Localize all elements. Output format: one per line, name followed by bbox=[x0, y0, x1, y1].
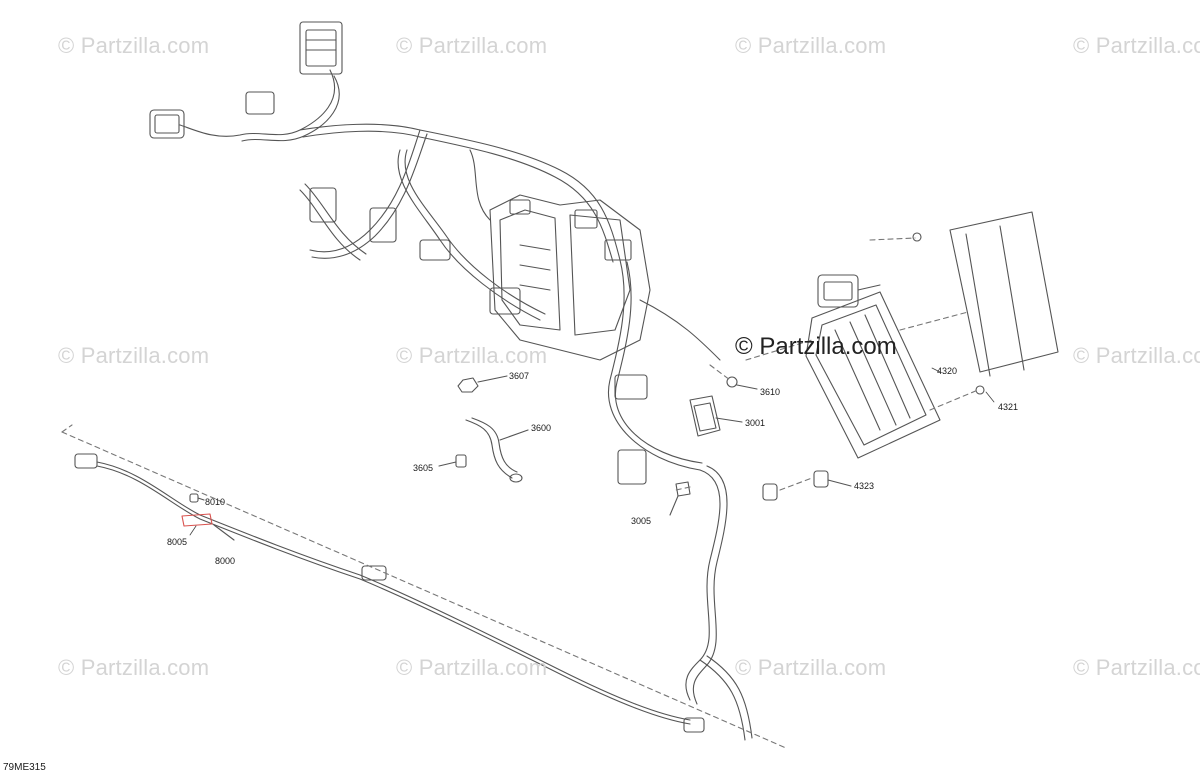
watermark: © Partzilla.com bbox=[58, 343, 210, 368]
bolt-3605 bbox=[438, 454, 467, 468]
top-connectors bbox=[149, 21, 521, 315]
fastener-3610 bbox=[726, 376, 758, 390]
watermark: © Partzilla.com bbox=[1073, 655, 1200, 680]
callout-3600[interactable]: 3600 bbox=[531, 423, 552, 433]
callout-3610[interactable]: 3610 bbox=[760, 387, 781, 397]
callout-leaders bbox=[189, 367, 995, 536]
watermark: © Partzilla.com bbox=[58, 33, 210, 58]
watermark-center: © Partzilla.com bbox=[735, 333, 897, 360]
watermark: © Partzilla.com bbox=[396, 33, 548, 58]
drawing-code: 79ME315 bbox=[3, 762, 46, 773]
callout-4321[interactable]: 4321 bbox=[998, 402, 1019, 412]
watermark: © Partzilla.com bbox=[396, 655, 548, 680]
clip-8005 bbox=[181, 513, 213, 527]
callout-4320[interactable]: 4320 bbox=[937, 366, 958, 376]
watermark: © Partzilla.com bbox=[58, 655, 210, 680]
central-module bbox=[489, 194, 651, 485]
callout-3005[interactable]: 3005 bbox=[631, 516, 652, 526]
watermark: © Partzilla.com bbox=[1073, 343, 1200, 368]
assembly-lines bbox=[61, 237, 979, 749]
voltage-regulator-4320 bbox=[805, 274, 941, 459]
watermark: © Partzilla.com bbox=[396, 343, 548, 368]
cable-3600 bbox=[465, 417, 529, 483]
callout-8000[interactable]: 8000 bbox=[215, 556, 236, 566]
watermark: © Partzilla.com bbox=[735, 33, 887, 58]
spacer-4323 bbox=[762, 470, 852, 501]
watermark: © Partzilla.com bbox=[735, 655, 887, 680]
callout-8010[interactable]: 8010 bbox=[205, 497, 226, 507]
grommet-4321 bbox=[912, 232, 985, 395]
callout-3605[interactable]: 3605 bbox=[413, 463, 434, 473]
nut-3607 bbox=[457, 375, 508, 393]
watermark: © Partzilla.com bbox=[1073, 33, 1200, 58]
callout-3001[interactable]: 3001 bbox=[745, 418, 766, 428]
heat-shield bbox=[949, 211, 1059, 377]
callout-4323[interactable]: 4323 bbox=[854, 481, 875, 491]
callout-3607[interactable]: 3607 bbox=[509, 371, 530, 381]
main-wiring-harness bbox=[179, 69, 753, 741]
bolt-3005 bbox=[669, 481, 691, 516]
extension-harness-8000 bbox=[74, 453, 705, 733]
callout-8005[interactable]: 8005 bbox=[167, 537, 188, 547]
connector-3001 bbox=[689, 395, 743, 437]
